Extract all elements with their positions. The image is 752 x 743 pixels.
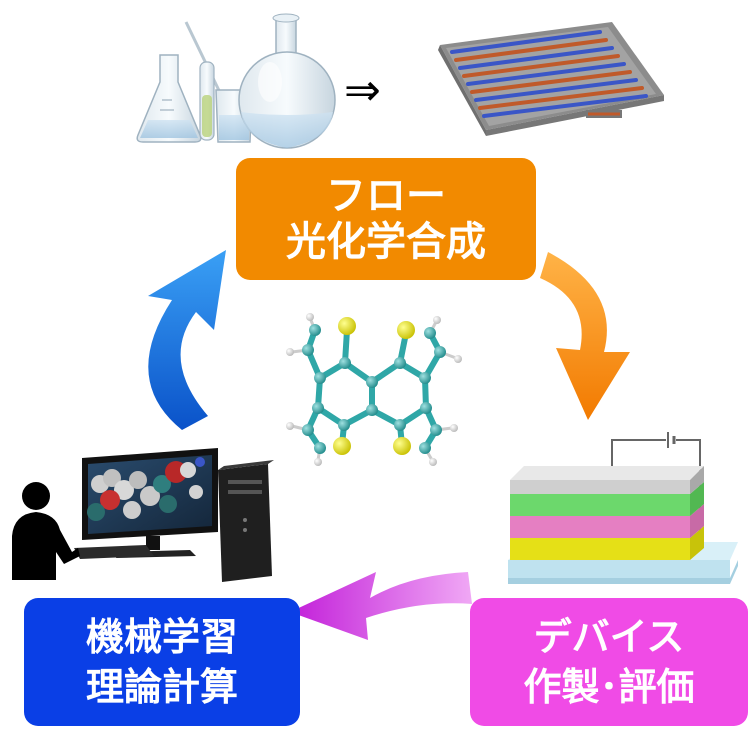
arrow-flow-to-device bbox=[540, 252, 630, 420]
device-stack bbox=[508, 432, 738, 584]
glassware-illustration bbox=[136, 13, 336, 149]
machine-learning-label: 機械学習 理論計算 bbox=[24, 598, 300, 726]
flow-label-line2: 光化学合成 bbox=[286, 219, 486, 265]
molecule-model bbox=[286, 313, 462, 466]
implies-arrow-glyph: ⇒ bbox=[344, 65, 381, 116]
device-label-line1: デバイス bbox=[533, 615, 685, 659]
flow-label-line1: フロー bbox=[326, 173, 446, 219]
arrow-device-to-ml bbox=[290, 572, 472, 640]
flow-reactor-chip bbox=[438, 22, 664, 136]
computer-workstation bbox=[12, 448, 274, 582]
ml-label-line1: 機械学習 bbox=[85, 615, 238, 659]
device-fabrication-label: デバイス 作製･評価 bbox=[470, 598, 748, 726]
device-label-line2: 作製･評価 bbox=[523, 665, 695, 709]
ml-label-line2: 理論計算 bbox=[85, 665, 238, 709]
flow-photochemistry-label: フロー 光化学合成 bbox=[236, 158, 536, 280]
arrow-ml-to-flow bbox=[148, 250, 226, 430]
